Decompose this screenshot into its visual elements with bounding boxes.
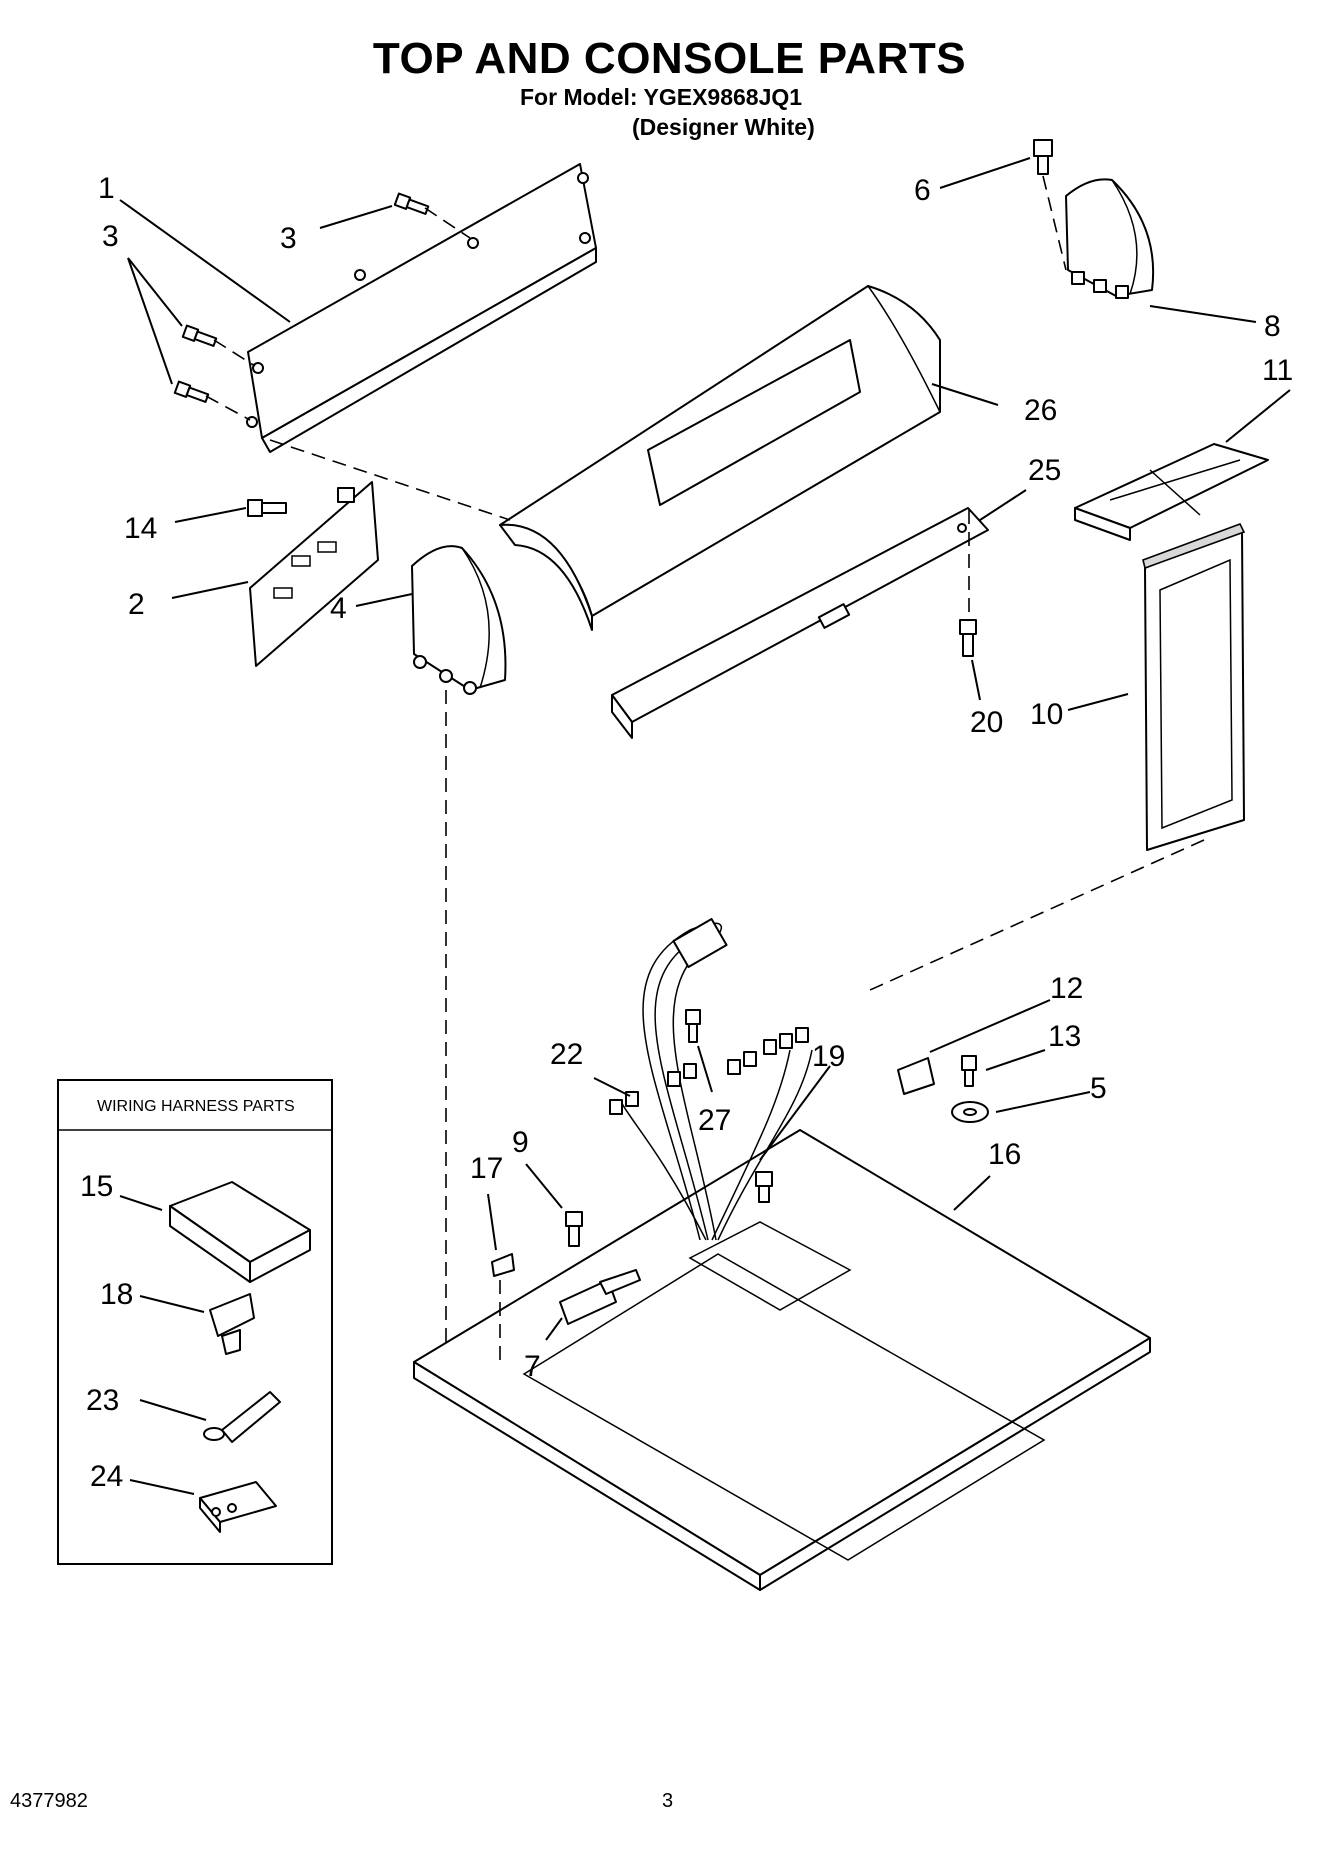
callout-20: 20 [970, 706, 1003, 739]
callout-23: 23 [86, 1384, 119, 1417]
part-16-top-panel [413, 1129, 1151, 1591]
callout-3-top: 3 [280, 222, 297, 255]
part-27-screw [685, 1009, 701, 1043]
wiring-harness-inset: WIRING HARNESS PARTS [57, 1079, 333, 1565]
callout-22: 22 [550, 1038, 583, 1071]
callout-7: 7 [524, 1350, 541, 1383]
callout-15: 15 [80, 1170, 113, 1203]
part-6-screw [1033, 139, 1067, 271]
callout-3-left: 3 [102, 220, 119, 253]
part-9-screw [565, 1211, 583, 1247]
callout-16: 16 [988, 1138, 1021, 1171]
part-18-clip [209, 1293, 255, 1355]
part-23-terminal [203, 1391, 281, 1443]
callout-25: 25 [1028, 454, 1061, 487]
part-17-clip [491, 1253, 515, 1360]
part-11-lint-filter-cover [1074, 443, 1269, 541]
part-5-washer [951, 1101, 989, 1123]
callout-6: 6 [914, 174, 931, 207]
leader-lines [119, 157, 1291, 1341]
callout-27: 27 [698, 1104, 731, 1137]
part-3-screws [173, 192, 471, 421]
inset-title: WIRING HARNESS PARTS [97, 1098, 295, 1115]
document-number: 4377982 [10, 1790, 88, 1812]
part-20-screw [959, 510, 977, 657]
part-12-clip [897, 1057, 935, 1095]
callout-19: 19 [812, 1040, 845, 1073]
page-number: 3 [662, 1790, 674, 1812]
part-22-wiring-harness [609, 918, 813, 1241]
callout-5: 5 [1090, 1072, 1107, 1105]
variant-line: (Designer White) [632, 114, 815, 140]
part-1-console-rear-panel [246, 163, 597, 453]
callout-14: 14 [124, 512, 157, 545]
part-24-connector [199, 1481, 277, 1533]
part-25-console-bracket [611, 507, 989, 739]
callout-9: 9 [512, 1126, 529, 1159]
part-15-connector-block [169, 1181, 311, 1283]
model-line: For Model: YGEX9868JQ1 [520, 84, 803, 110]
callout-labels: 1 3 3 14 2 4 6 8 11 26 25 20 10 12 13 5 … [80, 172, 1293, 1493]
callout-12: 12 [1050, 972, 1083, 1005]
callout-10: 10 [1030, 698, 1063, 731]
callout-17: 17 [470, 1152, 503, 1185]
callout-11: 11 [1262, 354, 1293, 387]
part-19-screw [755, 1171, 773, 1203]
part-8-right-end-cap [1065, 178, 1155, 299]
part-26-console [269, 285, 941, 631]
callout-13: 13 [1048, 1020, 1081, 1053]
part-13-screw [961, 1055, 977, 1087]
page-title: TOP AND CONSOLE PARTS [372, 34, 967, 83]
callout-1: 1 [98, 172, 115, 205]
part-14-screw [247, 499, 287, 517]
callout-4: 4 [330, 592, 347, 625]
part-4-left-end-cap [411, 545, 507, 1350]
part-2-control-board [249, 481, 379, 667]
part-10-lint-screen [869, 523, 1246, 991]
callout-26: 26 [1024, 394, 1057, 427]
callout-8: 8 [1264, 310, 1281, 343]
part-7-bracket [559, 1269, 641, 1325]
callout-24: 24 [90, 1460, 123, 1493]
callout-18: 18 [100, 1278, 133, 1311]
callout-2: 2 [128, 588, 145, 621]
